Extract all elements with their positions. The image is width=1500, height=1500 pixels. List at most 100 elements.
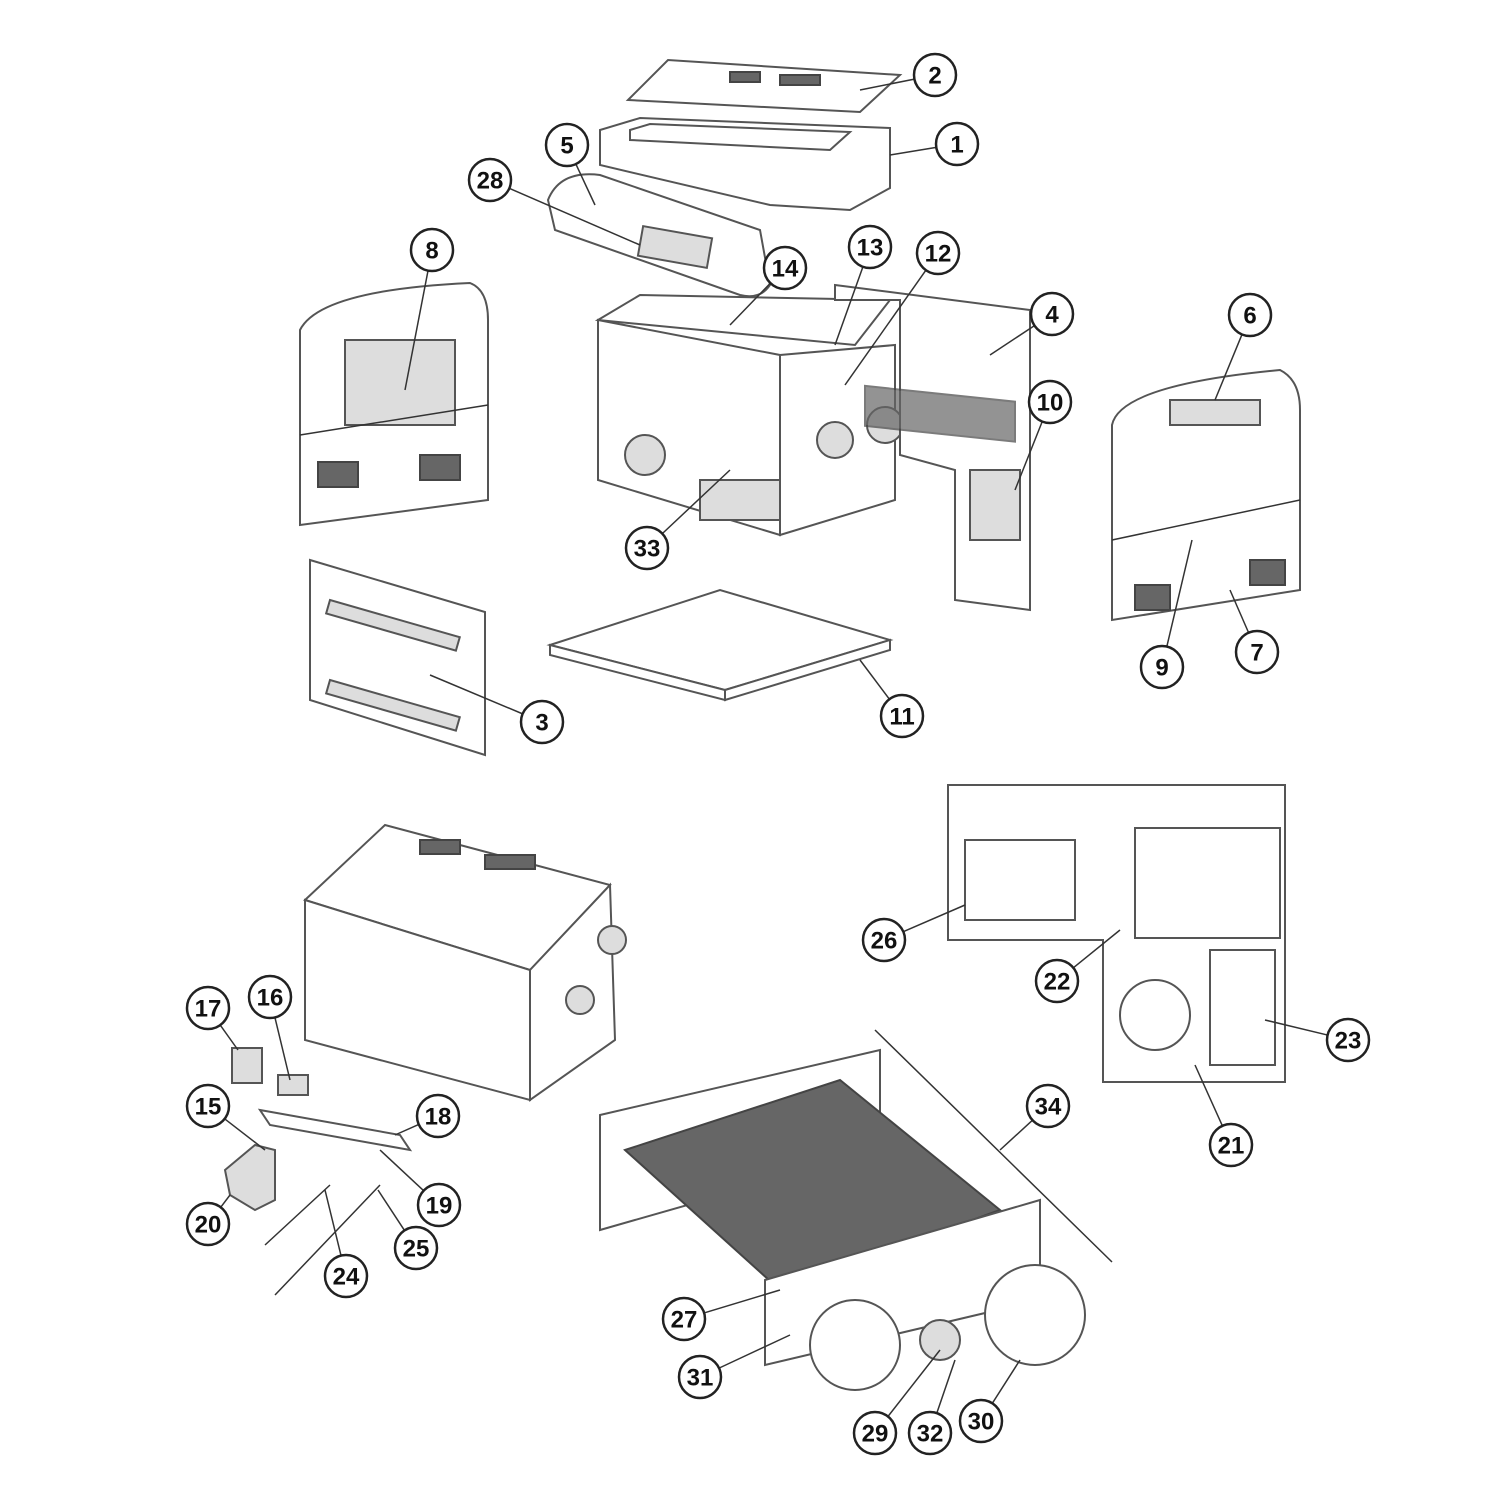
callout-number: 28 [477, 168, 504, 195]
heater-water-port [597, 925, 627, 955]
leader-line [429, 674, 523, 715]
callout-number: 23 [1335, 1028, 1362, 1055]
callout-7: 7 [1229, 589, 1280, 675]
leader-line [220, 1194, 231, 1208]
callout-circle [415, 1093, 461, 1139]
leader-line [575, 163, 596, 206]
callout-32: 32 [907, 1359, 956, 1456]
leader-line [703, 1289, 781, 1314]
gas-valve-bracket [969, 469, 1021, 541]
callout-circle [519, 699, 565, 745]
leader-line [1166, 539, 1193, 647]
leader-line [859, 659, 891, 700]
leader-line [394, 1123, 420, 1136]
callout-circle [393, 1225, 439, 1271]
leader-line [936, 1359, 956, 1414]
leader-line [224, 1118, 266, 1151]
callout-12: 12 [844, 230, 961, 386]
leader-line [991, 1359, 1021, 1404]
callout-circle [1034, 958, 1080, 1004]
callout-16: 16 [247, 974, 293, 1081]
right-door [1111, 368, 1301, 622]
callout-circle [467, 157, 513, 203]
callout-number: 4 [1045, 302, 1059, 329]
callout-20: 20 [185, 1194, 231, 1247]
callout-4: 4 [989, 291, 1075, 356]
leader-line [887, 1349, 941, 1417]
leader-line [1014, 421, 1043, 491]
leader-line [1072, 929, 1121, 969]
callout-13: 13 [834, 224, 893, 346]
callout-number: 16 [257, 985, 284, 1012]
callout-circle [879, 693, 925, 739]
callout-number: 12 [925, 241, 952, 268]
callout-number: 3 [535, 710, 548, 737]
callout-circle [624, 525, 670, 571]
callout-circle [185, 1083, 231, 1129]
leader-line [377, 1189, 406, 1231]
callout-number: 33 [634, 536, 661, 563]
leader-line [404, 270, 429, 391]
transformer [964, 839, 1076, 921]
callout-number: 22 [1044, 969, 1071, 996]
leader-line [999, 1119, 1034, 1151]
leader-line [274, 1017, 291, 1081]
callout-circle [1139, 644, 1185, 690]
base-pan-side [724, 638, 891, 702]
callout-number: 18 [425, 1104, 452, 1131]
heat-exchanger-tubes [623, 1078, 1003, 1292]
callout-number: 30 [968, 1409, 995, 1436]
callout-circle [1325, 1017, 1371, 1063]
leader-line [989, 324, 1035, 356]
callout-24: 24 [323, 1189, 369, 1299]
callout-circle [958, 1398, 1004, 1444]
ignitor-rod [264, 1184, 331, 1246]
callout-18: 18 [394, 1093, 461, 1139]
callout-number: 25 [403, 1236, 430, 1263]
callout-number: 14 [772, 256, 799, 283]
callout-circle [409, 227, 455, 273]
callout-26: 26 [861, 904, 966, 963]
callout-circle [416, 1182, 462, 1228]
leader-line [219, 1024, 239, 1051]
callout-number: 2 [928, 63, 941, 90]
callout-circle [852, 1410, 898, 1456]
heater-vent [419, 839, 461, 855]
callout-number: 10 [1037, 390, 1064, 417]
sensor-rod [274, 1184, 381, 1296]
callout-circle [677, 1354, 723, 1400]
callout-number: 13 [857, 235, 884, 262]
callout-number: 29 [862, 1421, 889, 1448]
leader-line [834, 266, 864, 346]
logo-badge [1169, 399, 1261, 426]
callout-number: 5 [560, 133, 573, 160]
callout-circle [544, 122, 590, 168]
main-control-board [1134, 827, 1281, 939]
callout-circle [762, 245, 808, 291]
left-door-divider [299, 404, 489, 436]
callout-3: 3 [429, 674, 565, 745]
callout-circle [185, 1201, 231, 1247]
callout-number: 31 [687, 1365, 714, 1392]
callout-34: 34 [999, 1083, 1071, 1151]
heater-water-port [565, 985, 595, 1015]
callout-number: 7 [1250, 640, 1263, 667]
leader-line [661, 469, 731, 535]
water-connection [816, 421, 854, 459]
callout-circle [907, 1410, 953, 1456]
heater-vent [484, 854, 536, 870]
callout-27: 27 [661, 1289, 781, 1342]
callout-number: 27 [671, 1307, 698, 1334]
pressure-switch [1119, 979, 1191, 1051]
callout-22: 22 [1034, 929, 1121, 1004]
callout-14: 14 [729, 245, 808, 326]
right-door-vent [1249, 559, 1286, 586]
callout-circle [1227, 292, 1273, 338]
callout-circle [1029, 291, 1075, 337]
callout-circle [1025, 1083, 1071, 1129]
leader-line [1264, 1019, 1328, 1036]
manifold-bracket [257, 1108, 413, 1152]
callout-circle [861, 917, 907, 963]
